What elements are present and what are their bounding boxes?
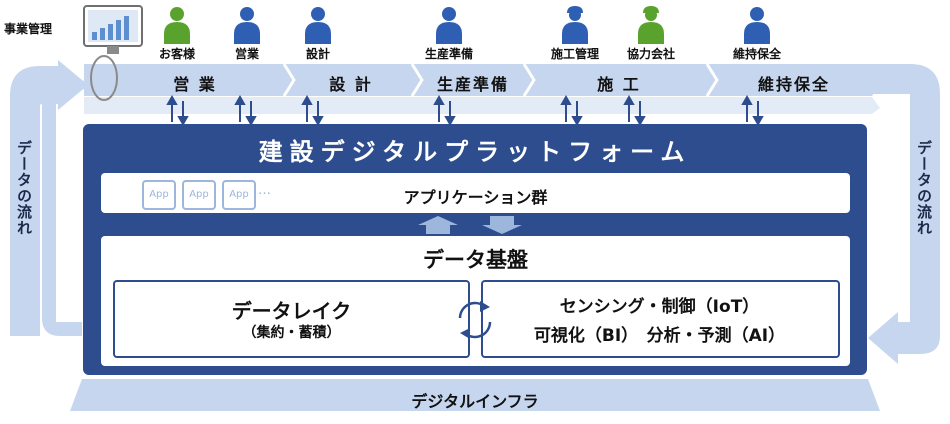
left-flow-arrow	[42, 66, 90, 336]
stage-maintenance: 維持保全	[757, 75, 830, 94]
down-arrow-icon	[482, 216, 522, 234]
person-icon	[305, 7, 331, 44]
app-chip: App	[182, 180, 216, 210]
left-flow-arrow-shape	[10, 60, 88, 336]
person-icon	[234, 7, 260, 44]
cycle-icon	[458, 301, 492, 339]
stage-sales: 営 業	[173, 75, 217, 94]
digital-infra-label: デジタルインフラ	[411, 392, 539, 411]
stage-chevrons	[282, 63, 719, 97]
role-label: 営業	[234, 47, 259, 61]
role-label: 協力会社	[626, 47, 675, 61]
app-chip: App	[222, 180, 256, 210]
monitor-icon	[83, 5, 143, 101]
analytics-line-1: センシング・制御（IoT）	[559, 297, 760, 317]
stage-construction: 施 工	[597, 75, 641, 94]
platform-title: 建設デジタルプラットフォーム	[258, 138, 692, 166]
data-base-title: データ基盤	[423, 248, 528, 272]
up-arrow-icon	[418, 216, 458, 234]
app-more-ellipsis: …	[258, 183, 271, 198]
role-label: 設計	[305, 47, 330, 61]
flow-label-left: データの流れ	[15, 140, 33, 236]
analytics-line-2: 可視化（BI） 分析・予測（AI）	[533, 326, 786, 346]
application-group-title: アプリケーション群	[403, 188, 548, 207]
analytics-box	[481, 280, 840, 358]
role-sales: 営業	[212, 4, 282, 62]
role-production-prep: 生産準備	[414, 4, 484, 62]
stage-production-prep: 生産準備	[436, 75, 509, 94]
role-label: 維持保全	[732, 47, 781, 61]
role-label: 施工管理	[550, 47, 599, 61]
stage-design: 設 計	[329, 75, 373, 94]
flow-label-right: データの流れ	[915, 140, 933, 236]
app-chip: App	[142, 180, 176, 210]
data-lake-subtitle: （集約・蓄積）	[242, 325, 341, 341]
management-label: 事業管理	[4, 22, 53, 36]
role-label: お客様	[158, 47, 195, 61]
role-label: 生産準備	[424, 47, 473, 61]
stage-platform-connectors	[166, 94, 764, 127]
worker-icon	[562, 6, 588, 44]
role-design: 設計	[283, 4, 353, 62]
right-flow-arrow-shape	[868, 64, 940, 364]
role-maintenance: 維持保全	[722, 4, 792, 62]
stage-band	[84, 64, 882, 96]
worker-icon	[638, 6, 664, 44]
person-icon	[744, 7, 770, 44]
data-lake-title: データレイク	[231, 299, 352, 323]
data-lake-box	[113, 280, 470, 358]
role-customer: お客様	[142, 4, 212, 62]
role-construction-mgmt: 施工管理	[540, 4, 610, 62]
person-icon	[436, 7, 462, 44]
role-partner: 協力会社	[616, 4, 686, 62]
person-icon	[164, 7, 190, 44]
exchange-arrows	[418, 216, 522, 234]
infra-bar	[70, 379, 880, 411]
